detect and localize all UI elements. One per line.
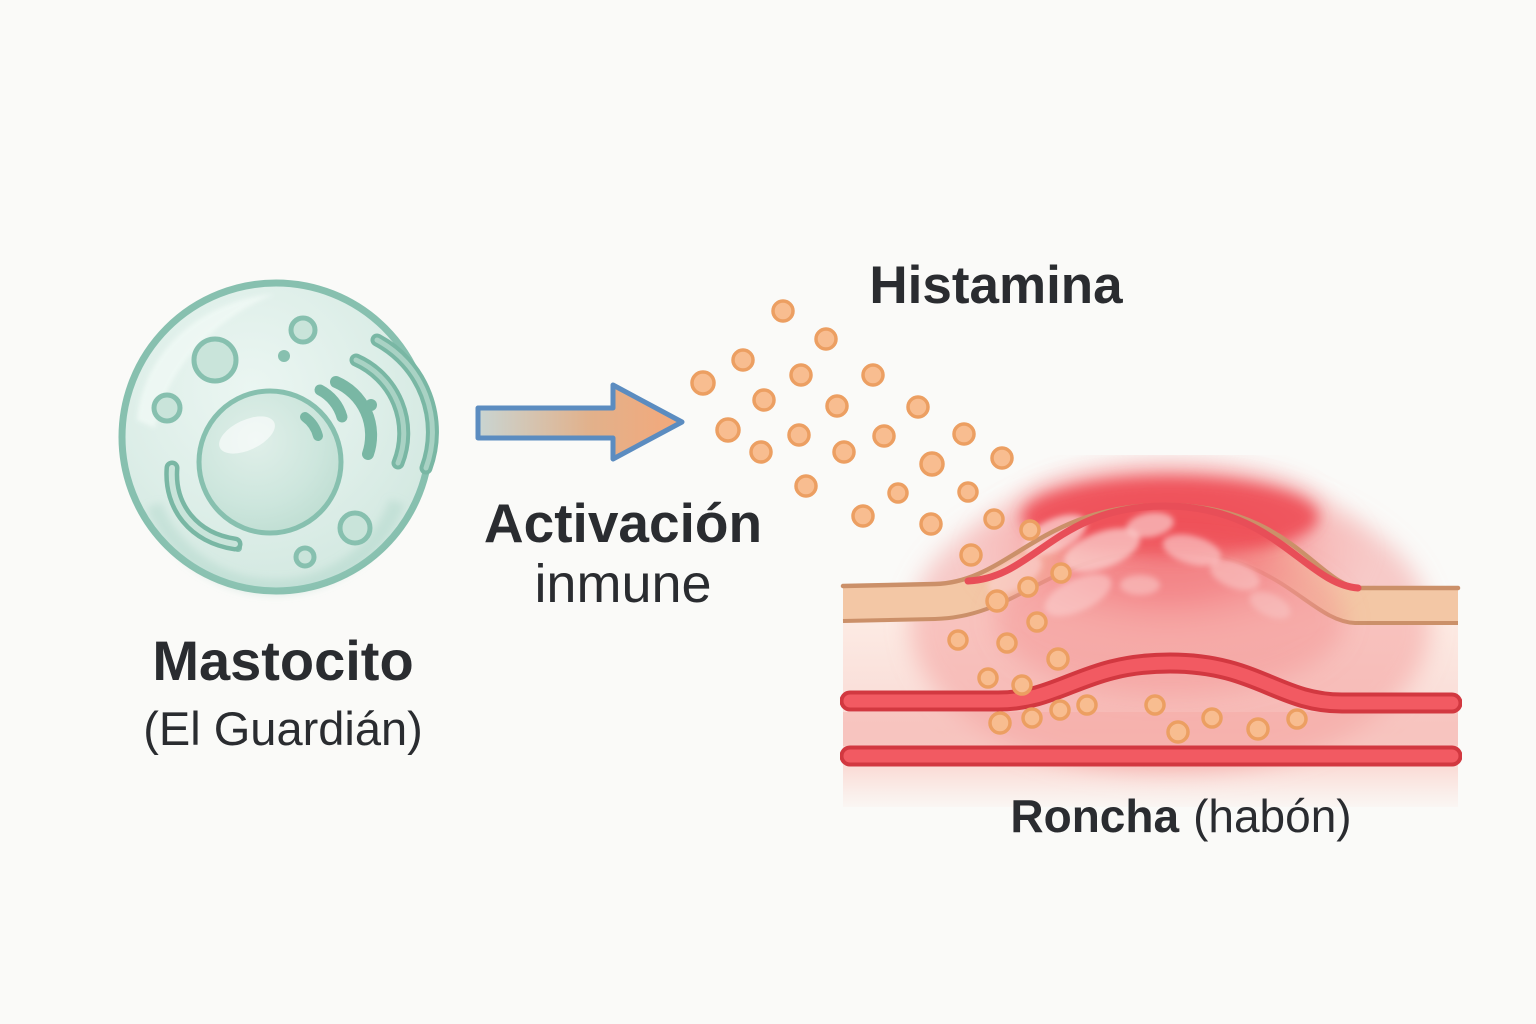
- histamine-dot: [906, 395, 930, 419]
- histamine-dot: [952, 422, 976, 446]
- histamine-dot: [861, 363, 885, 387]
- histamine-dot: [731, 348, 755, 372]
- skin-wheal-illustration: [840, 455, 1462, 815]
- vesicle: [288, 315, 318, 345]
- cell-inner-shadow: [146, 499, 405, 596]
- cell-vesicles: [151, 315, 373, 569]
- histamine-dot: [752, 388, 776, 412]
- activation-title: Activación: [483, 492, 763, 554]
- wheal-crest-line: [964, 502, 1362, 592]
- cell-highlight: [137, 294, 274, 428]
- mast-cell-title: Mastocito: [152, 629, 414, 692]
- activation-label: Activación inmune: [443, 492, 803, 614]
- mast-cell-label: Mastocito (El Guardián): [103, 629, 463, 755]
- vesicle: [337, 510, 373, 546]
- histamine-label: Histamina: [869, 256, 1123, 315]
- vesicle: [293, 545, 317, 569]
- right-arrow-icon: [475, 382, 685, 462]
- endoplasmic-reticulum: [164, 460, 243, 552]
- histamine-dot: [715, 417, 741, 443]
- histamine-dot: [749, 440, 773, 464]
- wheal-label-bold: Roncha: [1010, 790, 1180, 842]
- histamine-dot: [872, 424, 896, 448]
- cell-nucleus: [196, 388, 344, 536]
- granule-dot: [278, 350, 290, 362]
- wheal-label-regular: (habón): [1193, 790, 1352, 842]
- histamine-dot: [794, 474, 818, 498]
- mast-cell-subtitle: (El Guardián): [143, 702, 423, 755]
- blood-vessel-upper: [840, 652, 1462, 714]
- deep-dermis-band: [843, 712, 1458, 746]
- histamine-dot: [825, 394, 849, 418]
- histamine-dot: [771, 299, 795, 323]
- vesicle: [191, 336, 239, 384]
- nucleus-highlight: [219, 416, 275, 454]
- histamine-dot: [814, 327, 838, 351]
- activation-subtitle: inmune: [534, 554, 712, 614]
- activation-arrow: [475, 382, 685, 462]
- histamine-dot: [787, 423, 811, 447]
- histamine-dot: [789, 363, 813, 387]
- skin-bottom-fade: [840, 770, 1462, 815]
- vesicle: [151, 392, 183, 424]
- mast-cell-illustration: [118, 279, 439, 596]
- golgi-apparatus: [300, 333, 439, 475]
- wheal-label: Roncha(habón): [931, 789, 1431, 843]
